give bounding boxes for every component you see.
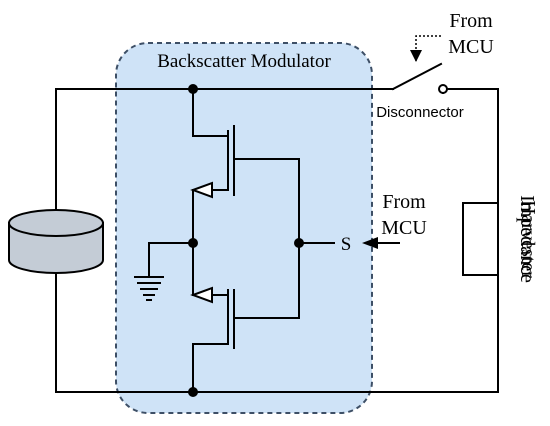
from-mcu-mid-line1: From xyxy=(382,191,426,213)
from-mcu-top-line1: From xyxy=(449,10,493,32)
mcu-control-dotted-arrow xyxy=(410,35,441,62)
harvester-impedance-label: Harvester Impedance xyxy=(516,195,539,283)
mcu-arrow-icon xyxy=(362,237,400,249)
lower-transistor xyxy=(190,242,300,393)
svg-text:Impedance: Impedance xyxy=(516,195,538,283)
bottom-wire xyxy=(55,268,499,393)
s-label: S xyxy=(341,234,352,255)
modulator-box xyxy=(115,42,373,414)
ground-icon xyxy=(134,242,194,301)
from-mcu-mid-line2: MCU xyxy=(381,217,427,239)
harvester-impedance xyxy=(446,88,499,393)
storage-disk-icon xyxy=(8,209,104,274)
from-mcu-top-line2: MCU xyxy=(448,36,494,58)
svg-text:Harvester: Harvester xyxy=(517,200,539,278)
upper-transistor xyxy=(190,88,300,244)
disconnector-label: Disconnector xyxy=(376,104,464,121)
top-wire xyxy=(55,88,394,214)
junction-dots xyxy=(188,84,304,397)
disconnector-switch xyxy=(391,62,448,94)
modulator-title: Backscatter Modulator xyxy=(157,51,331,72)
